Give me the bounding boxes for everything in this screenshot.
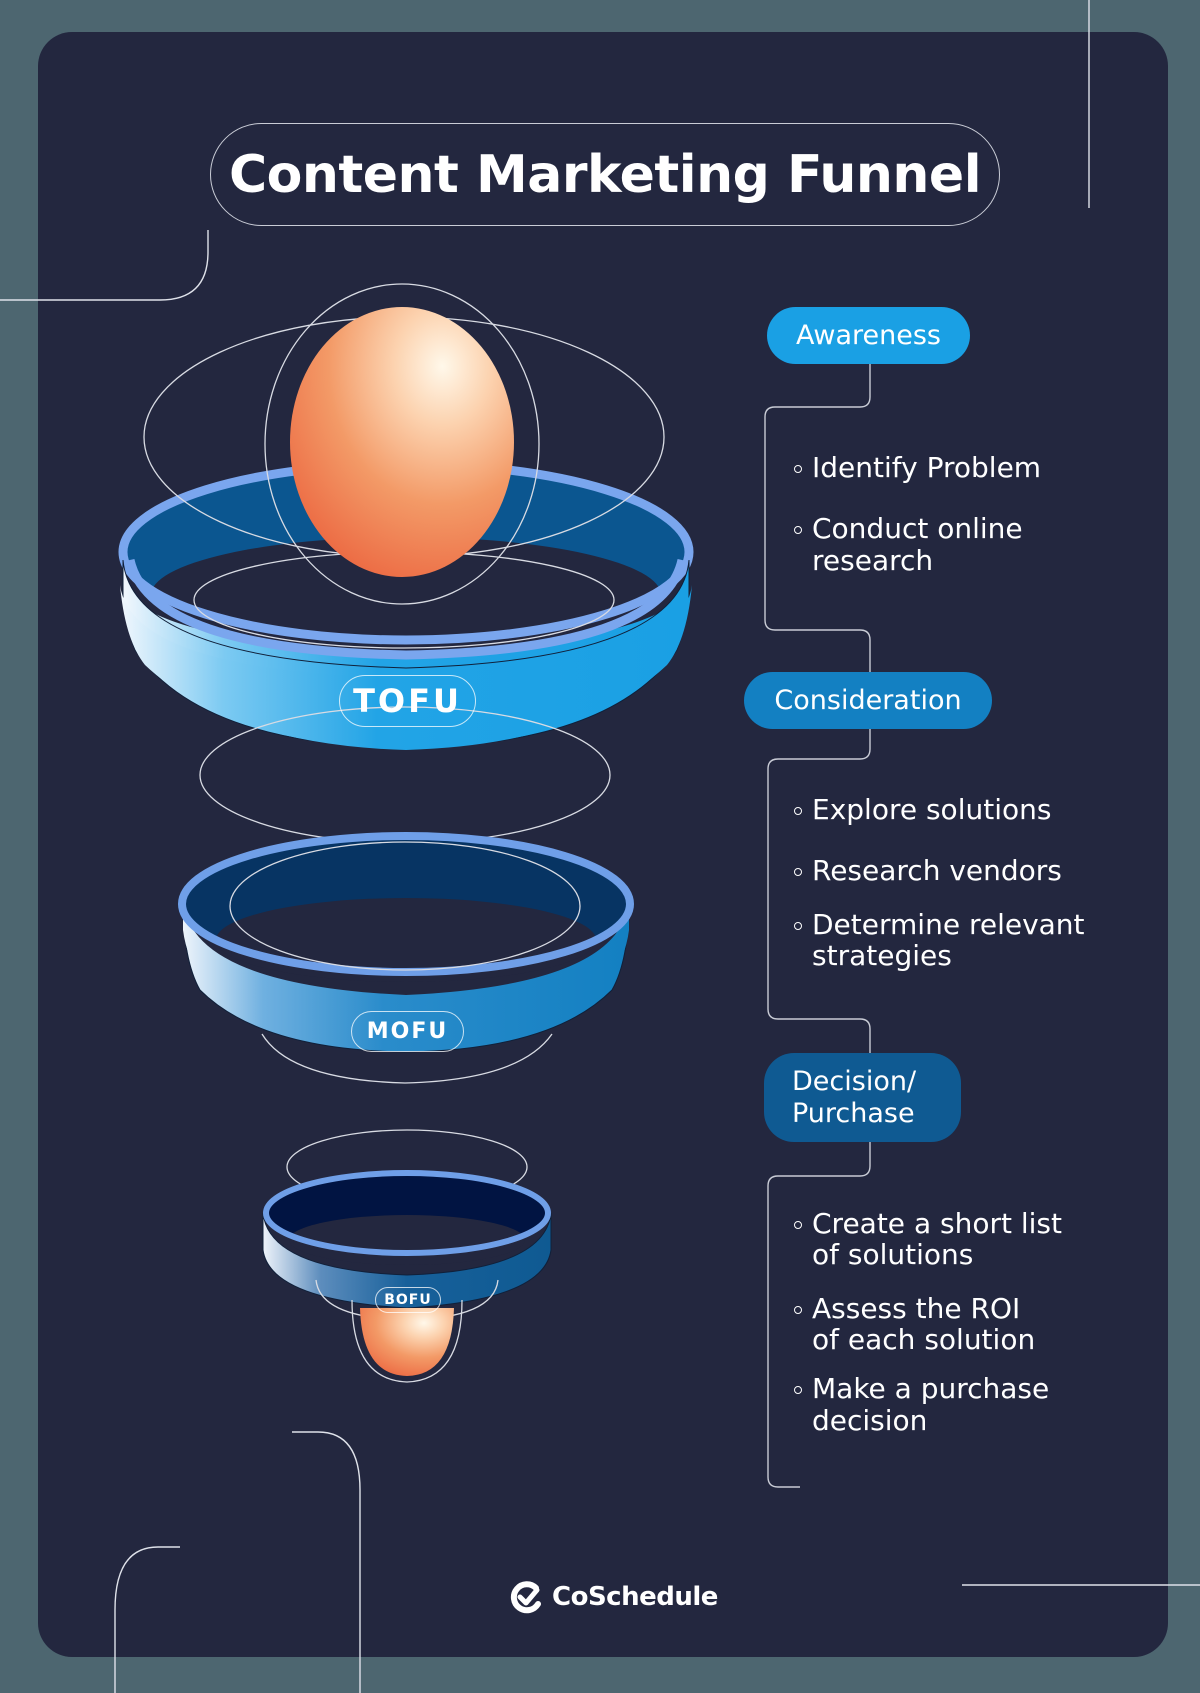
page-title: Content Marketing Funnel (228, 144, 982, 205)
stage-label-line1: Decision/ (792, 1066, 917, 1098)
stage-label: Consideration (774, 684, 962, 716)
list-item: Make a purchase decision (794, 1373, 1062, 1436)
brand-name: CoSchedule (552, 1582, 718, 1612)
funnel-label-mofu: MOFU (351, 1011, 464, 1052)
stage-badge-consideration: Consideration (744, 672, 992, 729)
check-circle-icon (510, 1581, 541, 1614)
stage-label: Awareness (796, 319, 941, 351)
awareness-list: Identify Problem Conduct online research (794, 452, 1094, 576)
funnel-label-tofu: TOFU (339, 675, 476, 727)
list-item: Assess the ROI of each solution (794, 1293, 1052, 1356)
list-item: Conduct online research (794, 513, 1052, 576)
list-item: Explore solutions (794, 794, 1124, 825)
funnel-label-bofu: BOFU (375, 1287, 441, 1313)
title-pill: Content Marketing Funnel (210, 123, 1000, 226)
coschedule-logo: CoSchedule (510, 1580, 718, 1614)
list-item: Identify Problem (794, 452, 1094, 483)
consideration-list: Explore solutions Research vendors Deter… (794, 794, 1124, 971)
stage-badge-decision-purchase: Decision/ Purchase (764, 1053, 961, 1142)
list-item: Determine relevant strategies (794, 909, 1112, 972)
decision-list: Create a short list of solutions Assess … (794, 1208, 1094, 1436)
stage-label: Decision/ Purchase (792, 1066, 916, 1128)
stage-label-line2: Purchase (792, 1097, 915, 1129)
list-item: Create a short list of solutions (794, 1208, 1082, 1271)
list-item: Research vendors (794, 855, 1124, 887)
stage-badge-awareness: Awareness (767, 307, 970, 364)
